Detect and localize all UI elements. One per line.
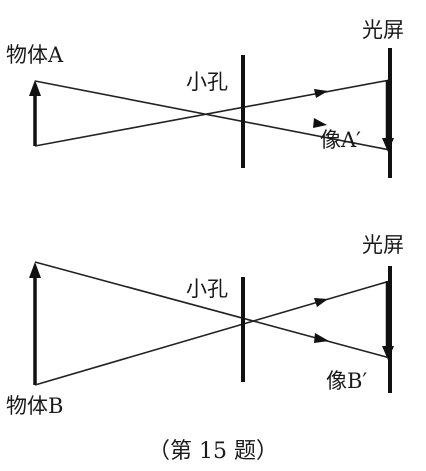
object-b-label: 物体B	[6, 394, 63, 418]
bottom-ray-from-base	[34, 280, 391, 386]
top-panel: 物体A 小孔 光屏 像A′	[6, 18, 404, 178]
object-b-arrowhead	[29, 262, 41, 278]
top-ray-from-tip	[34, 80, 391, 151]
top-ray-arrow-lower	[313, 118, 327, 128]
top-pinhole-label: 小孔	[186, 70, 228, 94]
bottom-ray-arrow-lower	[314, 333, 329, 343]
bottom-ray-from-tip	[34, 261, 391, 359]
object-a-arrowhead	[29, 80, 41, 96]
object-a-label: 物体A	[6, 43, 64, 67]
top-screen-label: 光屏	[362, 18, 404, 42]
top-ray-from-base	[34, 79, 391, 147]
bottom-ray-arrow-upper	[314, 298, 328, 307]
bottom-panel: 物体B 小孔 光屏 像B′	[6, 233, 404, 418]
bottom-pinhole-label: 小孔	[186, 277, 228, 301]
top-ray-arrow-upper	[314, 89, 328, 98]
figure-caption: （第 15 题）	[148, 439, 278, 464]
image-a-label: 像A′	[320, 128, 361, 152]
image-b-arrowhead	[382, 346, 394, 360]
image-b-label: 像B′	[326, 369, 367, 393]
image-a-arrowhead	[382, 138, 394, 152]
bottom-screen-label: 光屏	[362, 233, 404, 257]
